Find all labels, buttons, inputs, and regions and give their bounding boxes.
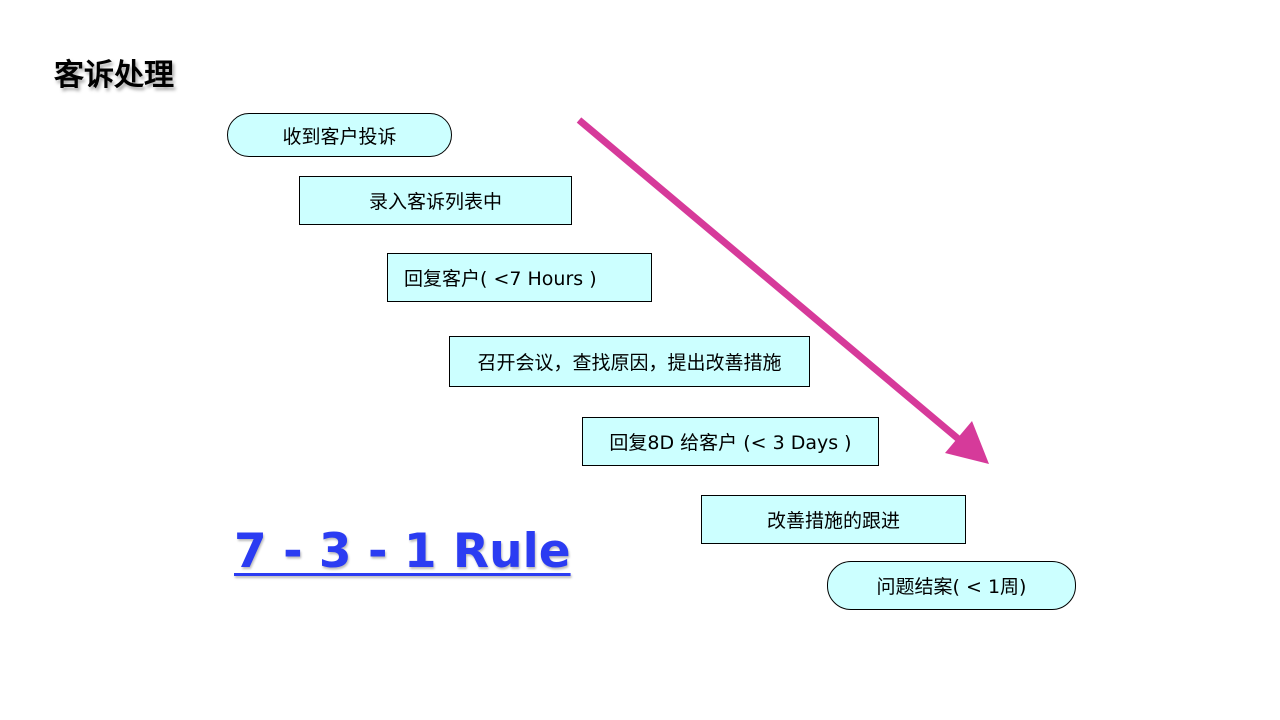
step-follow-up: 改善措施的跟进 [701,495,966,544]
step-meeting-root-cause: 召开会议，查找原因，提出改善措施 [449,336,810,387]
step-log-complaint: 录入客诉列表中 [299,176,572,225]
step-receive-complaint: 收到客户投诉 [227,113,452,157]
step-close-case: 问题结案( < 1周) [827,561,1076,610]
step-reply-8d: 回复8D 给客户 (< 3 Days ) [582,417,879,466]
step-reply-customer: 回复客户( <7 Hours ) [387,253,652,302]
page-title: 客诉处理 [54,58,174,93]
rule-label: 7 - 3 - 1 Rule [234,524,571,579]
